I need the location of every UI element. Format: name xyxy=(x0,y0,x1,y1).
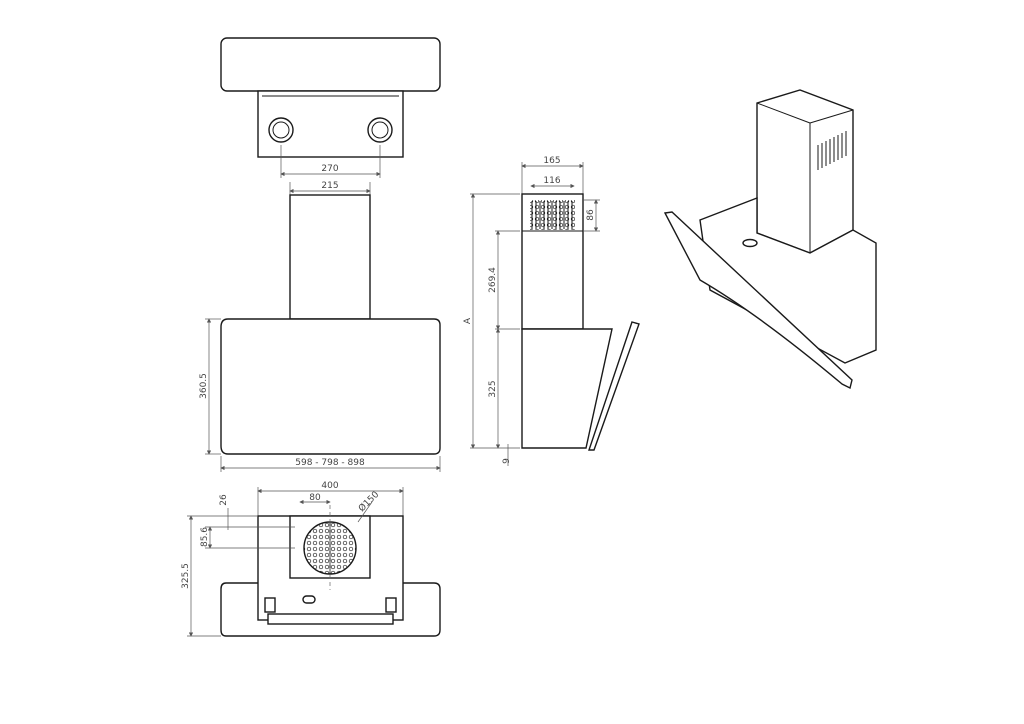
dim-side-depth: 165 xyxy=(543,156,560,166)
dim-vent-height: 86 xyxy=(586,209,596,221)
hinge-left-icon xyxy=(264,597,276,613)
dim-vent-width: 116 xyxy=(543,176,560,186)
dim-front-widths: 598 - 798 - 898 xyxy=(295,458,365,468)
dim-diameter: Ø150 xyxy=(356,489,381,514)
dim-center: 85.6 xyxy=(200,527,210,547)
dim-bottom-width: 400 xyxy=(321,481,338,491)
dim-bottom-offset: 9 xyxy=(502,458,512,464)
dim-bottom-depth: 325.5 xyxy=(181,563,191,589)
dim-top-width: 270 xyxy=(321,164,338,174)
side-view: 165 116 86 A 269.4 325 9 xyxy=(463,156,640,466)
bottom-view: 400 80 Ø150 26 85.6 325.5 xyxy=(181,481,441,637)
dim-offset: 80 xyxy=(309,493,321,503)
front-view: 215 360.5 598 - 798 - 898 xyxy=(199,181,441,472)
top-view: 270 xyxy=(220,37,441,178)
control-button-icon xyxy=(302,595,316,604)
dim-chimney-height: 269.4 xyxy=(488,267,498,293)
dim-chimney-width: 215 xyxy=(321,181,338,191)
dim-top-offset: 26 xyxy=(219,494,229,506)
isometric-view xyxy=(663,89,877,390)
hinge-right-icon xyxy=(385,597,397,613)
dim-front-height: 360.5 xyxy=(199,373,209,399)
dim-total-height: A xyxy=(463,317,473,324)
dim-body-height: 325 xyxy=(488,380,498,397)
vent-slots-icon xyxy=(530,200,575,230)
